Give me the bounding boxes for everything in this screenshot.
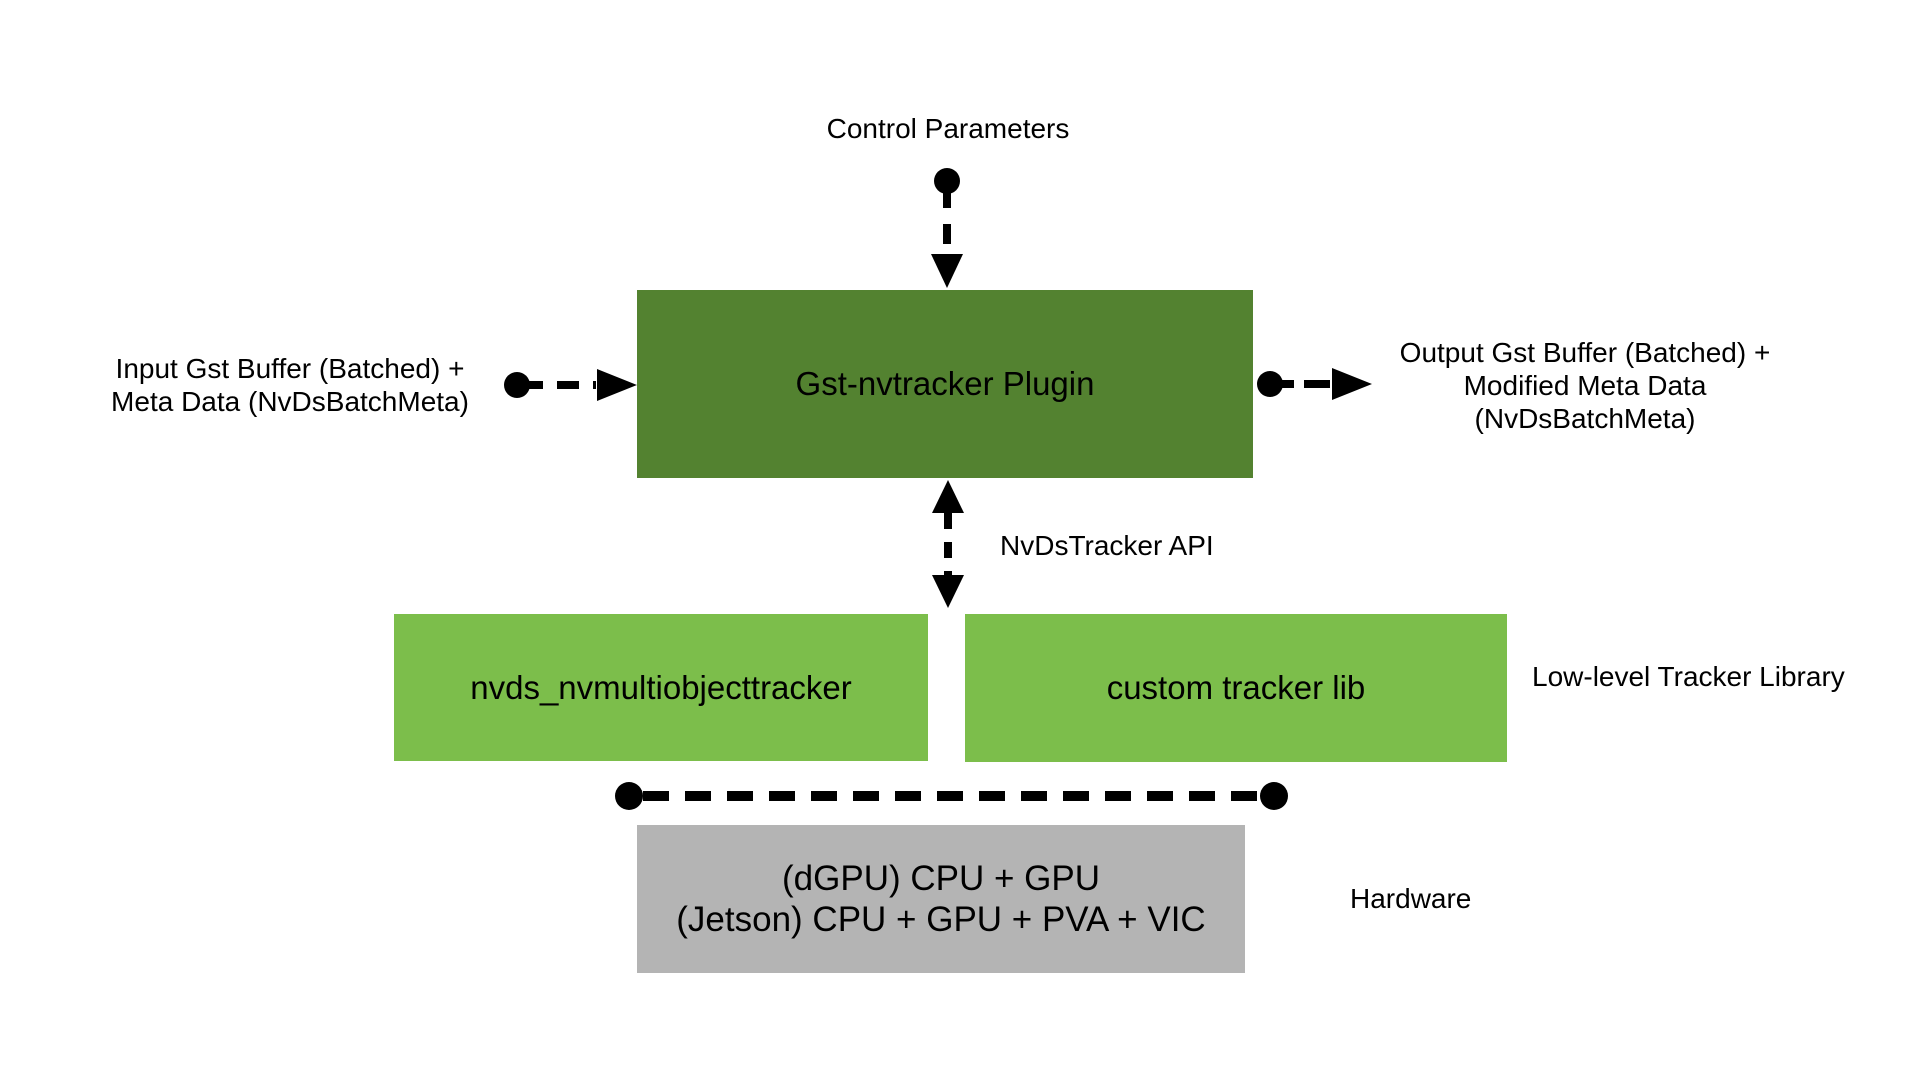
hardware-box: (dGPU) CPU + GPU (Jetson) CPU + GPU + PV… <box>637 825 1245 973</box>
nvds-nvmultiobjecttracker-box: nvds_nvmultiobjecttracker <box>394 614 928 761</box>
hardware-label: Hardware <box>1350 883 1472 914</box>
nvds-tracker-api-arrow <box>932 480 964 608</box>
gst-nvtracker-plugin-box-label: Gst-nvtracker Plugin <box>795 365 1095 402</box>
hardware-box-line1: (dGPU) CPU + GPU <box>782 859 1100 898</box>
hardware-box-line2: (Jetson) CPU + GPU + PVA + VIC <box>676 900 1206 939</box>
gst-nvtracker-plugin-box: Gst-nvtracker Plugin <box>637 290 1253 478</box>
output-buffer-label-line1: Output Gst Buffer (Batched) + <box>1399 337 1771 368</box>
custom-tracker-lib-box: custom tracker lib <box>965 614 1507 762</box>
output-buffer-arrow <box>1257 368 1372 400</box>
output-buffer-label-line2: Modified Meta Data <box>1463 370 1707 401</box>
input-buffer-arrow <box>504 369 637 401</box>
output-buffer-label-line3: (NvDsBatchMeta) <box>1474 403 1696 434</box>
custom-tracker-lib-box-label: custom tracker lib <box>1106 669 1366 706</box>
library-hardware-link <box>615 782 1288 810</box>
nvds-nvmultiobjecttracker-box-label: nvds_nvmultiobjecttracker <box>470 668 852 706</box>
low-level-tracker-library-label: Low-level Tracker Library <box>1532 661 1845 692</box>
input-buffer-label: Input Gst Buffer (Batched) + Meta Data (… <box>111 352 469 418</box>
control-parameters-label: Control Parameters <box>826 113 1070 144</box>
input-buffer-label-line1: Input Gst Buffer (Batched) + <box>115 353 465 384</box>
output-buffer-label: Output Gst Buffer (Batched) + Modified M… <box>1400 336 1771 435</box>
nvds-tracker-api-label: NvDsTracker API <box>1000 530 1214 561</box>
input-buffer-label-line2: Meta Data (NvDsBatchMeta) <box>111 386 469 417</box>
control-parameters-arrow <box>931 168 963 288</box>
